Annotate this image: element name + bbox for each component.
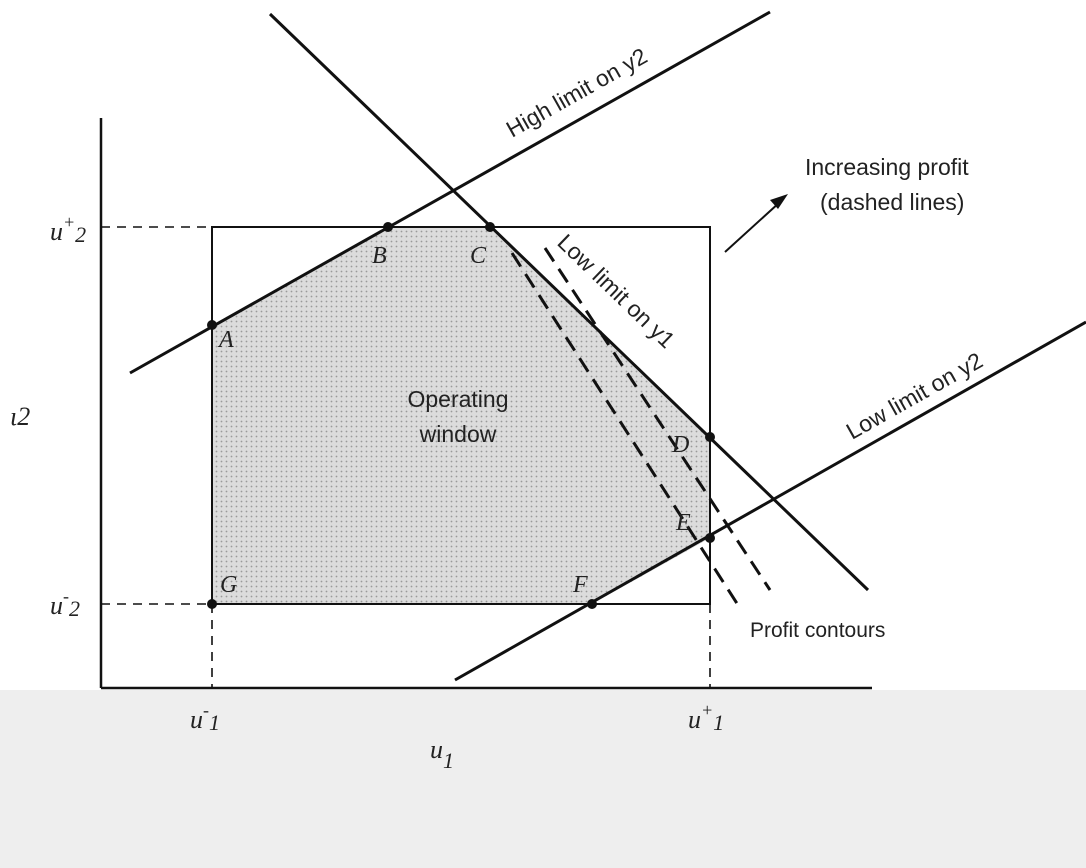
u1-plus-sub: 1	[713, 710, 724, 735]
u1-minus-sup: -	[203, 700, 209, 720]
u2-minus-sub: 2	[69, 596, 80, 621]
point-g-marker	[207, 599, 217, 609]
x-axis-label-base: u	[430, 735, 443, 764]
high-limit-y2-line	[129, 10, 771, 375]
operating-window-label-line2: window	[419, 421, 497, 447]
u1-minus-sub: 1	[209, 710, 220, 735]
u1-plus-sup: +	[701, 700, 713, 720]
low-limit-y2-label: Low limit on y2	[842, 347, 987, 444]
low-limit-y2-line	[454, 320, 1086, 682]
point-b-marker	[383, 222, 393, 232]
point-f-label: F	[572, 572, 588, 598]
increasing-profit-label-line1: Increasing profit	[805, 154, 969, 180]
u1-plus-tick-label: u+1	[688, 700, 724, 735]
increasing-profit-arrow	[724, 201, 781, 253]
u1-plus-base: u	[688, 705, 701, 734]
point-a-marker	[207, 320, 217, 330]
bottom-band	[0, 690, 1086, 868]
u2-plus-tick-label: u+2	[50, 212, 86, 247]
u2-plus-base: u	[50, 217, 63, 246]
operating-window-region	[212, 227, 710, 604]
point-e-label: E	[675, 510, 691, 536]
point-d-label: D	[671, 432, 689, 458]
increasing-profit-label-line2: (dashed lines)	[820, 189, 964, 215]
y-axis-label: ι2	[10, 402, 30, 431]
x-axis-label-sub: 1	[443, 748, 454, 773]
point-a-label: A	[217, 327, 234, 353]
u2-minus-tick-label: u-2	[50, 586, 80, 621]
u2-plus-sup: +	[63, 212, 75, 232]
operating-window-label-line1: Operating	[407, 386, 508, 412]
point-c-label: C	[470, 243, 487, 269]
u1-minus-tick-label: u-1	[190, 700, 220, 735]
u2-minus-base: u	[50, 591, 63, 620]
profit-contours-label: Profit contours	[750, 619, 885, 642]
increasing-profit-arrowhead	[770, 194, 788, 209]
point-e-marker	[705, 533, 715, 543]
point-b-label: B	[372, 243, 387, 269]
point-f-marker	[587, 599, 597, 609]
limits-rectangle	[211, 226, 711, 605]
u2-plus-sub: 2	[75, 222, 86, 247]
profit-contour-1	[510, 252, 740, 606]
low-limit-y1-line	[268, 12, 870, 592]
point-c-marker	[485, 222, 495, 232]
point-g-label: G	[220, 572, 237, 598]
point-d-marker	[705, 432, 715, 442]
u1-minus-base: u	[190, 705, 203, 734]
u2-minus-sup: -	[63, 586, 69, 606]
x-axis-label: u1	[430, 735, 454, 773]
profit-contour-2	[543, 247, 772, 591]
